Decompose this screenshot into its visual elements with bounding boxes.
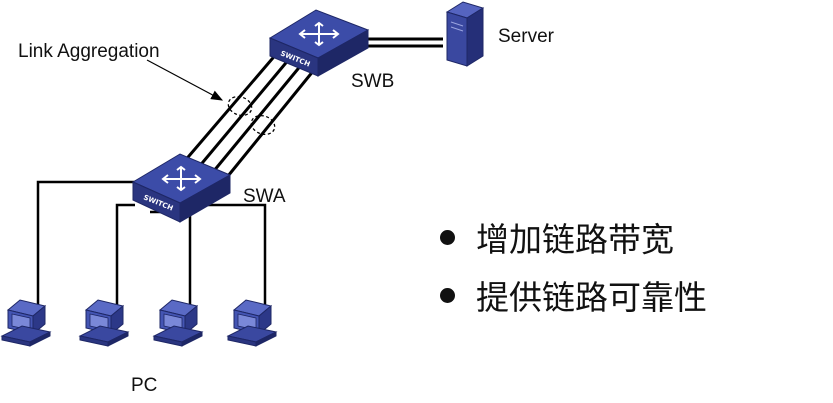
link-aggregation-label: Link Aggregation <box>18 41 160 62</box>
aggregation-ellipses <box>227 95 276 136</box>
server-icon <box>445 1 485 67</box>
pc-2-icon <box>78 299 130 347</box>
switch-b: SWITCH <box>268 9 370 77</box>
pc-3-icon <box>152 299 204 347</box>
switch-a-arrows-icon <box>161 165 202 192</box>
link-aggregation-arrow <box>146 59 224 101</box>
benefit-list: 增加链路带宽 提供链路可靠性 <box>440 208 707 324</box>
benefit-text: 增加链路带宽 <box>476 220 674 259</box>
pc-1-icon <box>0 299 52 347</box>
pc-label: PC <box>131 375 157 396</box>
benefit-text: 提供链路可靠性 <box>476 278 707 317</box>
switch-b-arrows-icon <box>298 21 340 47</box>
bullet-dot-icon <box>440 287 455 303</box>
pc-4-icon <box>226 299 278 347</box>
bullet-dot-icon <box>440 229 455 245</box>
switch-a-label: SWA <box>243 186 286 207</box>
benefit-item-reliability: 提供链路可靠性 <box>440 266 707 324</box>
server-link <box>365 37 443 48</box>
server-label: Server <box>498 26 555 47</box>
switch-b-label: SWB <box>351 71 394 92</box>
benefit-item-bandwidth: 增加链路带宽 <box>440 208 707 266</box>
aggregated-links <box>181 51 316 177</box>
switch-a: SWITCH <box>131 153 232 223</box>
